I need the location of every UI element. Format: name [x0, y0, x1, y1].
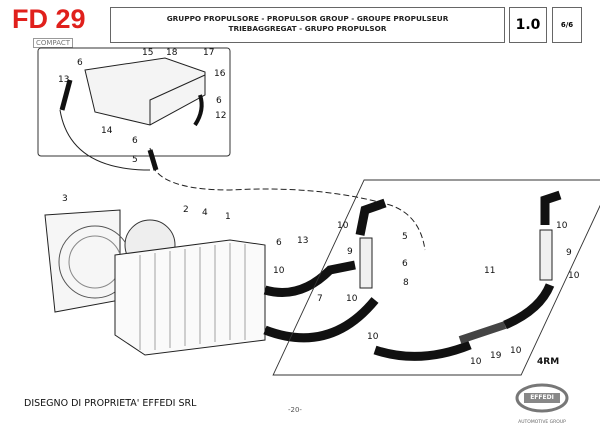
section-number: 1.0	[509, 7, 547, 43]
callout: 2	[183, 205, 189, 215]
callout: 6	[216, 96, 222, 106]
callout: 15	[142, 48, 153, 58]
callout: 4	[202, 208, 208, 218]
hose-10-4rm	[540, 190, 562, 225]
expansion-tank	[84, 57, 206, 126]
callout: 16	[214, 69, 226, 79]
inset-4rm	[272, 179, 600, 376]
callout: 10	[556, 221, 568, 231]
brand-logo: EFFEDI AUTOMOTIVE GROUP	[512, 383, 572, 425]
inset-frame	[37, 47, 231, 157]
hose-4rm-mid	[503, 283, 555, 330]
callout: 13	[297, 236, 308, 246]
hose-7	[263, 260, 356, 297]
brand-subtitle: AUTOMOTIVE GROUP	[518, 420, 566, 425]
callout: 14	[101, 126, 113, 136]
callout: 12	[215, 111, 226, 121]
callout: 6	[77, 58, 83, 68]
callout: 8	[403, 278, 409, 288]
pipe-9-4rm	[539, 229, 553, 281]
callout: 10	[568, 271, 580, 281]
hose-4rm-lower	[373, 340, 472, 361]
callout: 18	[166, 48, 178, 58]
callout: 10	[273, 266, 285, 276]
callout: 3	[62, 194, 68, 204]
callout: 10	[346, 294, 358, 304]
hose-13-inset	[59, 79, 73, 111]
callout: 6	[402, 259, 408, 269]
hose-line	[149, 147, 426, 251]
title-line-2: TRIEBAGGREGAT - GRUPO PROPULSOR	[228, 24, 387, 33]
callout: 5	[402, 232, 408, 242]
page-number: -20-	[288, 406, 302, 414]
title-box: GRUPPO PROPULSORE - PROPULSOR GROUP - GR…	[110, 7, 505, 43]
callout: 9	[566, 248, 572, 258]
pipe-19	[458, 321, 507, 344]
callout: 6	[276, 238, 282, 248]
callout: 10	[510, 346, 522, 356]
callout: 9	[347, 247, 353, 257]
hose-12	[193, 94, 204, 127]
radiator	[114, 239, 266, 356]
brand-emblem-icon	[515, 383, 569, 413]
callout: 1	[225, 212, 231, 222]
callout: 10	[470, 357, 482, 367]
callout: 10	[367, 332, 379, 342]
title-line-1: GRUPPO PROPULSORE - PROPULSOR GROUP - GR…	[166, 14, 449, 23]
callout: 6	[132, 136, 138, 146]
callout: 10	[337, 221, 349, 231]
hose-10-top	[355, 198, 387, 236]
callout: 5	[132, 155, 138, 165]
brand-name: EFFEDI	[530, 394, 554, 401]
callout: 11	[484, 266, 495, 276]
sheet-number: 6/6	[552, 7, 582, 43]
callout: 13	[58, 75, 69, 85]
model-logo: FD 29	[12, 4, 86, 34]
callout: 7	[317, 294, 323, 304]
ownership-notice: DISEGNO DI PROPRIETA' EFFEDI SRL	[24, 398, 197, 409]
pipe-9	[359, 237, 373, 289]
fan-shroud	[44, 209, 121, 313]
callout: 19	[490, 351, 502, 361]
callout: 17	[203, 48, 214, 58]
variant-label: 4RM	[537, 357, 559, 367]
hose-8	[263, 297, 379, 343]
